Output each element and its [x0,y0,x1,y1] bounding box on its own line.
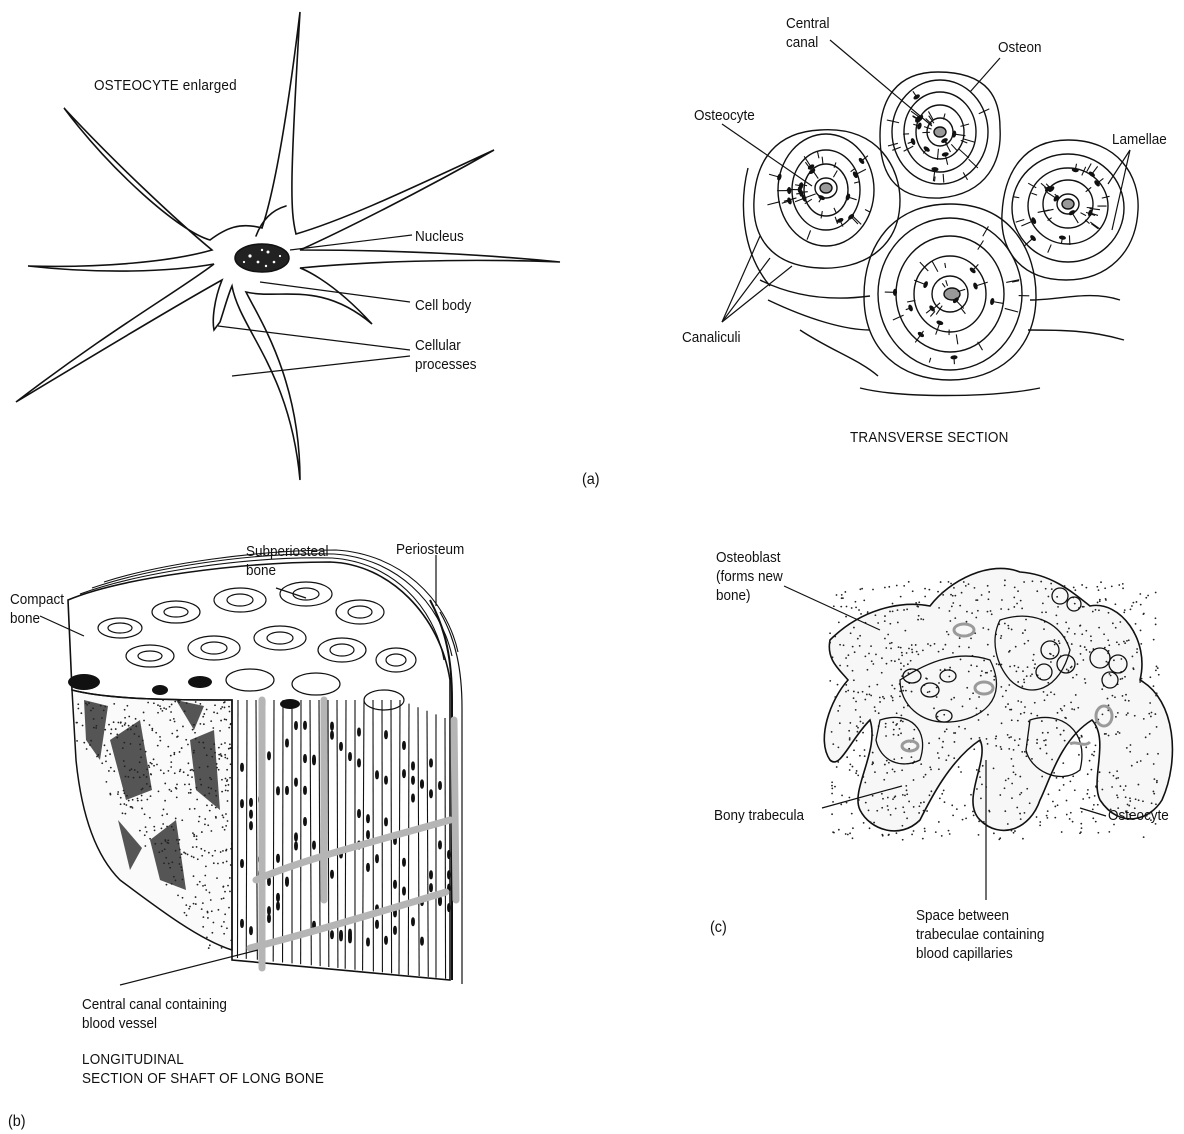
trabecular-bone-drawing [784,568,1172,900]
label-osteocyte-transverse: Osteocyte [694,106,755,125]
label-nucleus: Nucleus [415,227,464,246]
label-osteoblast: Osteoblast (forms new bone) [716,548,783,605]
transverse-section-drawing [743,72,1138,396]
label-periosteum: Periosteum [396,540,464,559]
osteon-right [1002,140,1138,280]
osteocyte-nucleus [235,244,289,272]
transverse-section-title: TRANSVERSE SECTION [850,428,1009,447]
label-central-canal-vessel: Central canal containing blood vessel [82,995,227,1033]
label-subperiosteal-bone: Subperiosteal bone [246,542,329,580]
panel-c-letter: (c) [710,918,727,937]
label-bony-trabecula: Bony trabecula [714,806,804,825]
label-space-trabeculae: Space between trabeculae containing bloo… [916,906,1044,963]
osteocyte-title: OSTEOCYTE enlarged [94,76,237,95]
compact-bone-osteons [98,582,416,710]
panel-a-letter: (a) [582,470,600,489]
long-bone-section-drawing [40,550,462,985]
label-osteon: Osteon [998,38,1042,57]
osteon-top [880,72,1000,198]
label-cell-body: Cell body [415,296,471,315]
label-osteocyte-trabecular: Osteocyte [1108,806,1169,825]
label-cellular-processes: Cellular processes [415,336,477,374]
label-central-canal-transverse: Central canal [786,14,830,52]
label-lamellae: Lamellae [1112,130,1167,149]
label-compact-bone: Compact bone [10,590,64,628]
label-canaliculi: Canaliculi [682,328,741,347]
panel-b-letter: (b) [8,1112,26,1131]
longitudinal-section-title: LONGITUDINAL SECTION OF SHAFT OF LONG BO… [82,1050,324,1088]
